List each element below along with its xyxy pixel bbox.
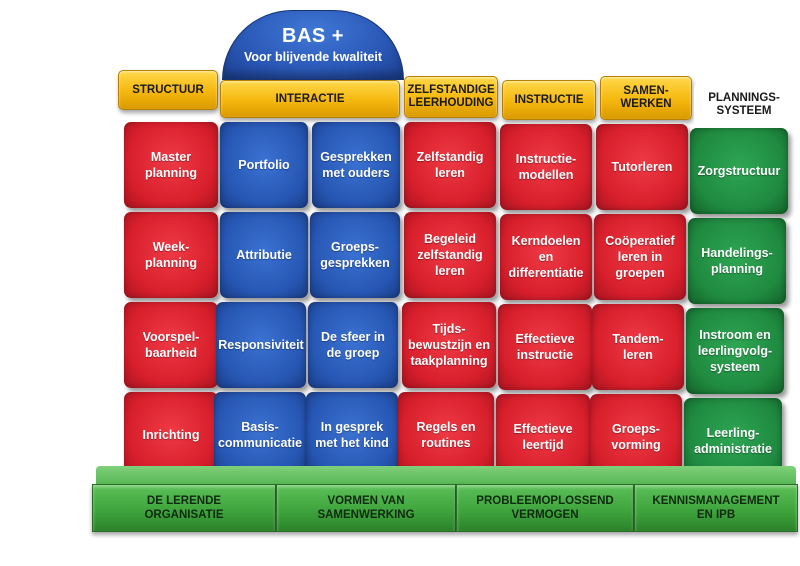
block-label: Zorgstructuur xyxy=(697,164,781,178)
block-in-gesprek-met-het-kind: In gesprek met het kind xyxy=(306,392,398,478)
block-zelfstandig-leren: Zelfstandig leren xyxy=(404,122,496,208)
block-groepsvorming: Groeps- vorming xyxy=(590,394,682,480)
block-master-planning: Master planning xyxy=(124,122,218,208)
header-planningssysteem-label: PLANNINGS- SYSTEEM xyxy=(708,92,780,117)
block-label: Effectieve instructie xyxy=(515,332,575,362)
foundation-kennismanagement: KENNISMANAGEMENT EN IPB xyxy=(634,484,798,532)
block-groepsgesprekken: Groeps- gesprekken xyxy=(310,212,400,298)
foundation-lerende-organisatie: DE LERENDE ORGANISATIE xyxy=(92,484,276,532)
block-label: Coöperatief leren in groepen xyxy=(605,234,675,280)
block-attributie: Attributie xyxy=(220,212,308,298)
block-label: Effectieve leertijd xyxy=(513,422,573,452)
foundation-label: KENNISMANAGEMENT EN IPB xyxy=(652,495,780,521)
block-label: Master planning xyxy=(144,150,198,180)
block-regels-en-routines: Regels en routines xyxy=(398,392,494,478)
block-label: Tutorleren xyxy=(611,160,673,174)
block-sfeer-in-de-groep: De sfeer in de groep xyxy=(308,302,398,388)
block-week-planning: Week- planning xyxy=(124,212,218,298)
block-zorgstructuur: Zorgstructuur xyxy=(690,128,788,214)
block-label: Leerling- administratie xyxy=(694,426,772,456)
block-label: Instructie- modellen xyxy=(515,152,577,182)
block-label: Responsiviteit xyxy=(218,338,304,352)
foundation-label: PROBLEEMOPLOSSEND VERMOGEN xyxy=(476,495,614,521)
header-samenwerken-label: SAMEN- WERKEN xyxy=(620,85,672,110)
header-instructie: INSTRUCTIE xyxy=(502,80,596,120)
arch-subtitle: Voor blijvende kwaliteit xyxy=(244,50,382,64)
header-structuur: STRUCTUUR xyxy=(118,70,218,110)
block-cooperatief-leren: Coöperatief leren in groepen xyxy=(594,214,686,300)
header-instructie-label: INSTRUCTIE xyxy=(514,93,584,106)
foundation-top xyxy=(96,466,796,488)
block-effectieve-instructie: Effectieve instructie xyxy=(498,304,592,390)
foundation-label: VORMEN VAN SAMENWERKING xyxy=(317,495,415,521)
block-gesprekken-met-ouders: Gesprekken met ouders xyxy=(312,122,400,208)
block-tandemleren: Tandem- leren xyxy=(592,304,684,390)
header-planningssysteem: PLANNINGS- SYSTEEM xyxy=(694,84,794,126)
block-label: Groeps- vorming xyxy=(611,422,661,452)
block-begeleid-zelfstandig-leren: Begeleid zelfstandig leren xyxy=(404,212,496,298)
header-structuur-label: STRUCTUUR xyxy=(132,83,204,96)
header-interactie-label: INTERACTIE xyxy=(275,92,345,105)
block-label: Handelings- planning xyxy=(701,246,773,276)
block-inrichting: Inrichting xyxy=(124,392,218,478)
block-label: Instroom en leerlingvolg- systeem xyxy=(697,328,773,374)
block-portfolio: Portfolio xyxy=(220,122,308,208)
block-label: Regels en routines xyxy=(416,420,476,450)
block-instroom-leerlingvolgsysteem: Instroom en leerlingvolg- systeem xyxy=(686,308,784,394)
block-label: Portfolio xyxy=(238,158,290,172)
block-label: Week- planning xyxy=(144,240,198,270)
foundation-label: DE LERENDE ORGANISATIE xyxy=(144,495,224,521)
block-label: Inrichting xyxy=(142,428,200,442)
block-label: Begeleid zelfstandig leren xyxy=(417,232,483,278)
block-tijdsbewustzijn: Tijds- bewustzijn en taakplanning xyxy=(402,302,496,388)
block-label: Tandem- leren xyxy=(612,332,664,362)
block-basiscommunicatie: Basis- communicatie xyxy=(214,392,306,478)
foundation-vormen-van-samenwerking: VORMEN VAN SAMENWERKING xyxy=(276,484,456,532)
block-label: De sfeer in de groep xyxy=(321,330,385,360)
foundation-probleemoplossend-vermogen: PROBLEEMOPLOSSEND VERMOGEN xyxy=(456,484,634,532)
header-zelfstandige-label: ZELFSTANDIGE LEERHOUDING xyxy=(407,84,495,109)
block-instructiemodellen: Instructie- modellen xyxy=(500,124,592,210)
block-label: In gesprek met het kind xyxy=(315,420,389,450)
block-label: Zelfstandig leren xyxy=(416,150,484,180)
bas-plus-arch: BAS + Voor blijvende kwaliteit xyxy=(222,10,404,80)
block-tutorleren: Tutorleren xyxy=(596,124,688,210)
header-interactie: INTERACTIE xyxy=(220,80,400,118)
block-label: Basis- communicatie xyxy=(217,420,303,450)
arch-title: BAS + xyxy=(282,25,344,47)
block-voorspelbaarheid: Voorspel- baarheid xyxy=(124,302,218,388)
block-label: Attributie xyxy=(236,248,292,262)
block-kerndoelen: Kerndoelen en differentiatie xyxy=(500,214,592,300)
block-label: Gesprekken met ouders xyxy=(320,150,392,180)
block-responsiviteit: Responsiviteit xyxy=(216,302,306,388)
header-zelfstandige-leerhouding: ZELFSTANDIGE LEERHOUDING xyxy=(404,76,498,118)
block-label: Kerndoelen en differentiatie xyxy=(508,234,584,280)
block-label: Voorspel- baarheid xyxy=(142,330,200,360)
block-label: Groeps- gesprekken xyxy=(320,240,390,270)
block-handelingsplanning: Handelings- planning xyxy=(688,218,786,304)
block-effectieve-leertijd: Effectieve leertijd xyxy=(496,394,590,480)
header-samenwerken: SAMEN- WERKEN xyxy=(600,76,692,120)
block-label: Tijds- bewustzijn en taakplanning xyxy=(408,322,490,368)
